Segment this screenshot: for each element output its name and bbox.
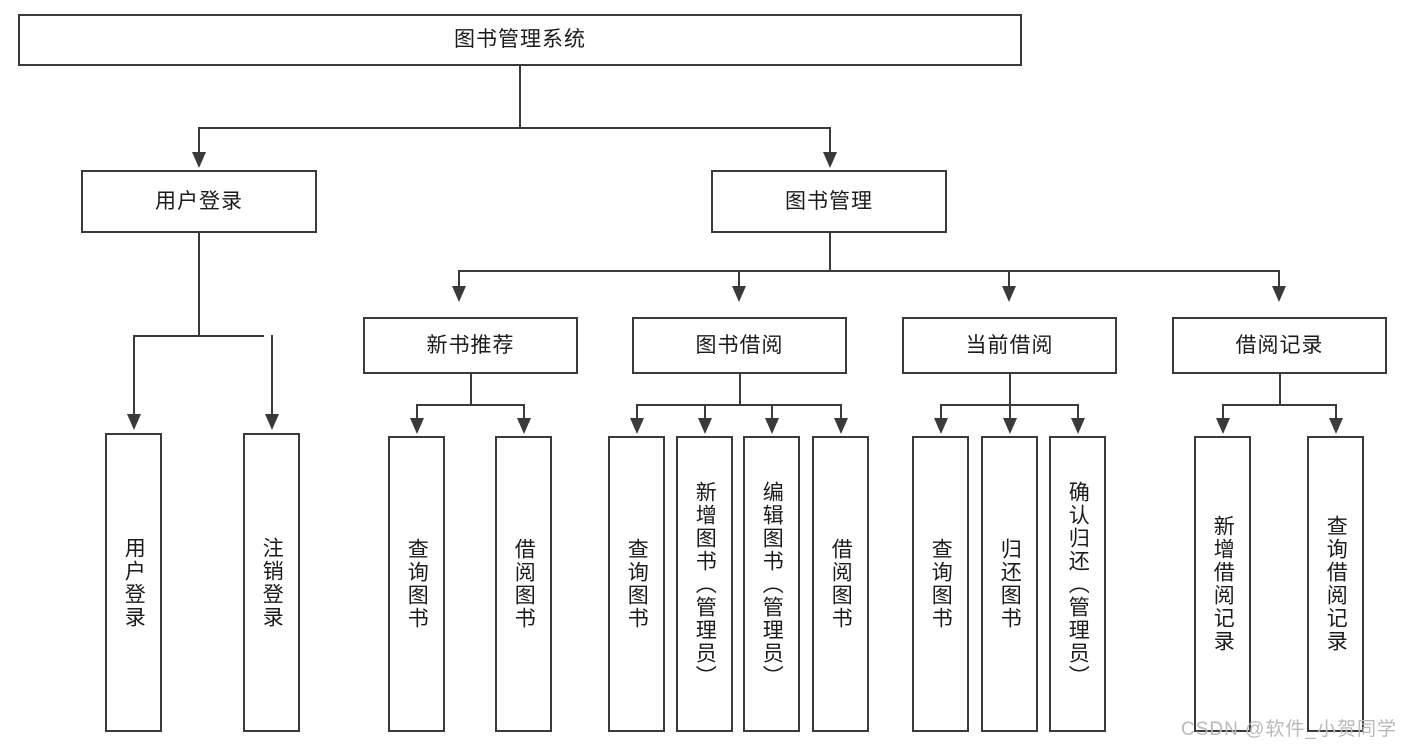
edge-root-to-user-login — [198, 127, 200, 154]
edge-user-login-to-leaf-1 — [133, 335, 135, 416]
edge-root-to-book-mgmt — [829, 127, 831, 154]
node-label: 当前借阅 — [965, 333, 1054, 357]
edge-book-borrow-to-leaf-2 — [704, 404, 706, 420]
node-user-login[interactable]: 用户登录 — [81, 170, 317, 233]
edge-root-bar — [199, 127, 831, 129]
edge-current-borrow-to-leaf-3 — [1077, 404, 1079, 420]
node-new-book-recommend[interactable]: 新书推荐 — [363, 317, 578, 374]
node-leaf-return-book[interactable]: 归还图书 — [981, 436, 1038, 732]
edge-root-stem — [519, 66, 521, 128]
arrow-to-current-borrow-leaf-2 — [1003, 418, 1017, 434]
edge-book-borrow-bar — [637, 404, 841, 406]
node-label: 新增图书（管理员） — [693, 480, 717, 688]
node-label: 注销登录 — [260, 536, 284, 629]
node-label: 新增借阅记录 — [1211, 515, 1235, 653]
node-leaf-borrow-book[interactable]: 借阅图书 — [812, 436, 869, 732]
edge-current-borrow-to-leaf-1 — [940, 404, 942, 420]
node-label: 查询图书 — [625, 538, 649, 630]
arrow-to-borrow-record-leaf-1 — [1216, 418, 1230, 434]
edge-book-mgmt-to-new-book — [458, 270, 460, 288]
node-leaf-borrow-book-recommend[interactable]: 借阅图书 — [495, 436, 552, 732]
node-leaf-query-book-recommend[interactable]: 查询图书 — [388, 436, 445, 732]
edge-book-mgmt-to-borrow — [738, 270, 740, 288]
node-label: 图书管理 — [785, 189, 873, 213]
node-leaf-query-borrow-record[interactable]: 查询借阅记录 — [1307, 436, 1364, 732]
edge-book-borrow-to-leaf-3 — [771, 404, 773, 420]
node-label: 借阅图书 — [829, 538, 853, 630]
edge-new-book-bar — [417, 404, 524, 406]
node-leaf-add-book-admin[interactable]: 新增图书（管理员） — [676, 436, 733, 732]
node-leaf-edit-book-admin[interactable]: 编辑图书（管理员） — [743, 436, 800, 732]
node-root-system[interactable]: 图书管理系统 — [18, 14, 1022, 66]
node-borrow-record[interactable]: 借阅记录 — [1172, 317, 1387, 374]
edge-book-borrow-stem — [739, 374, 741, 405]
node-label: 编辑图书（管理员） — [760, 480, 784, 688]
arrow-to-book-mgmt — [823, 152, 837, 168]
edge-user-login-to-leaf-2 — [271, 335, 273, 416]
edge-user-login-bar — [134, 335, 264, 337]
arrow-to-current-borrow-leaf-1 — [934, 418, 948, 434]
arrow-to-book-borrow-leaf-2 — [698, 418, 712, 434]
arrow-to-current-borrow — [1002, 286, 1016, 302]
node-label: 用户登录 — [155, 189, 243, 213]
arrow-to-book-borrow-leaf-1 — [630, 418, 644, 434]
edge-user-login-stem — [198, 233, 200, 336]
node-current-borrow[interactable]: 当前借阅 — [902, 317, 1117, 374]
arrow-to-user-login-leaf-2 — [265, 414, 279, 430]
arrow-to-new-book-leaf-1 — [410, 418, 424, 434]
node-leaf-confirm-return-admin[interactable]: 确认归还（管理员） — [1049, 436, 1106, 732]
node-leaf-query-book-borrow[interactable]: 查询图书 — [608, 436, 665, 732]
arrow-to-book-borrow-leaf-3 — [765, 418, 779, 434]
node-book-borrow[interactable]: 图书借阅 — [632, 317, 847, 374]
node-label: 图书借阅 — [695, 333, 784, 357]
edge-new-book-to-leaf-2 — [523, 404, 525, 420]
arrow-to-new-book-leaf-2 — [517, 418, 531, 434]
node-label: 查询图书 — [929, 538, 953, 630]
edge-borrow-record-stem — [1279, 374, 1281, 405]
node-leaf-user-login[interactable]: 用户登录 — [105, 433, 162, 732]
node-label: 查询图书 — [405, 538, 429, 630]
node-label: 用户登录 — [122, 536, 146, 629]
arrow-to-current-borrow-leaf-3 — [1071, 418, 1085, 434]
node-label: 借阅记录 — [1235, 333, 1324, 357]
node-label: 查询借阅记录 — [1324, 515, 1348, 653]
arrow-to-new-book-recommend — [452, 286, 466, 302]
edge-book-borrow-to-leaf-1 — [636, 404, 638, 420]
node-leaf-logout[interactable]: 注销登录 — [243, 433, 300, 732]
edge-borrow-record-bar — [1223, 404, 1336, 406]
edge-new-book-stem — [470, 374, 472, 405]
edge-book-borrow-to-leaf-4 — [840, 404, 842, 420]
node-label: 确认归还（管理员） — [1066, 480, 1090, 688]
arrow-to-borrow-record-leaf-2 — [1329, 418, 1343, 434]
edge-book-mgmt-to-current — [1008, 270, 1010, 288]
edge-current-borrow-to-leaf-2 — [1009, 404, 1011, 420]
edge-book-mgmt-stem — [829, 233, 831, 271]
edge-book-mgmt-to-record — [1278, 270, 1280, 288]
edge-new-book-to-leaf-1 — [416, 404, 418, 420]
node-label: 借阅图书 — [512, 538, 536, 630]
edge-borrow-record-to-leaf-1 — [1222, 404, 1224, 420]
edge-current-borrow-stem — [1009, 374, 1011, 405]
edge-book-mgmt-bar — [458, 270, 1280, 272]
node-label: 归还图书 — [998, 538, 1022, 630]
node-label: 新书推荐 — [426, 333, 515, 357]
edge-borrow-record-to-leaf-2 — [1335, 404, 1337, 420]
node-book-management[interactable]: 图书管理 — [711, 170, 947, 233]
node-label: 图书管理系统 — [454, 28, 586, 52]
node-leaf-query-book-current[interactable]: 查询图书 — [912, 436, 969, 732]
node-leaf-add-borrow-record[interactable]: 新增借阅记录 — [1194, 436, 1251, 732]
arrow-to-borrow-record — [1272, 286, 1286, 302]
arrow-to-user-login — [192, 152, 206, 168]
arrow-to-book-borrow-leaf-4 — [834, 418, 848, 434]
arrow-to-book-borrow — [732, 286, 746, 302]
arrow-to-user-login-leaf-1 — [127, 414, 141, 430]
